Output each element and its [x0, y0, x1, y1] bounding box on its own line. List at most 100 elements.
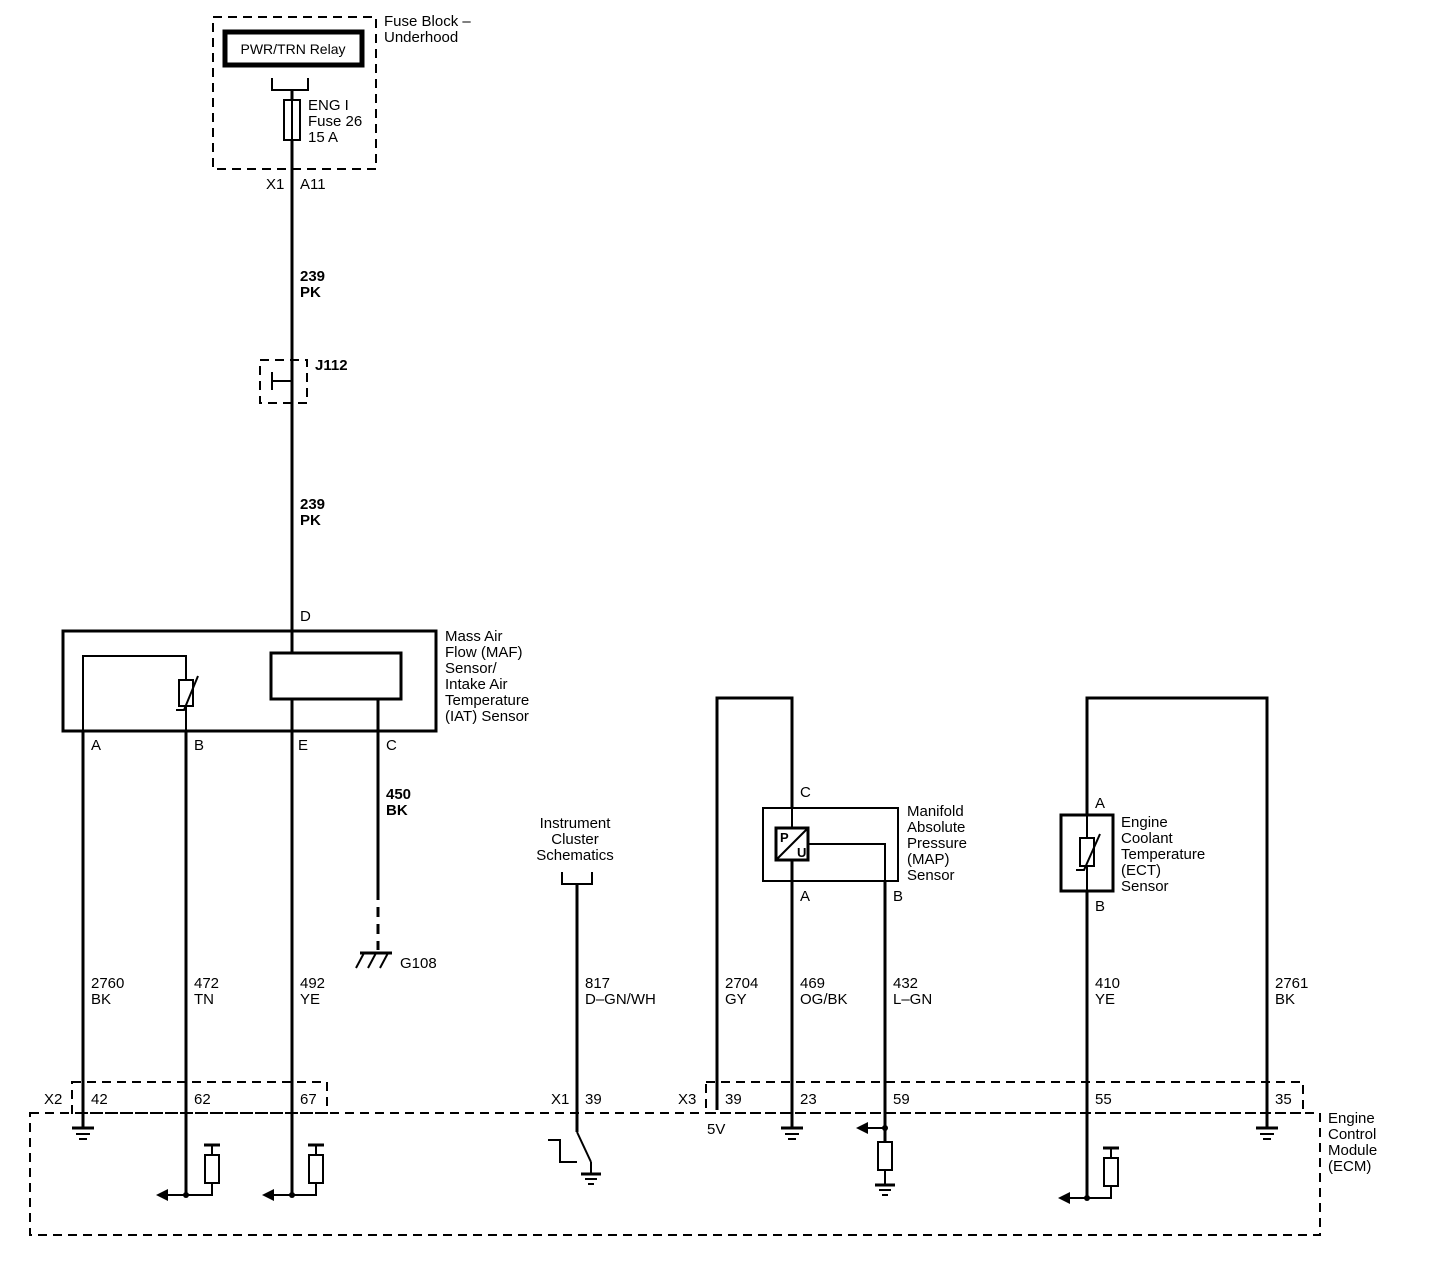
relay-label: PWR/TRN Relay	[240, 41, 345, 57]
wire-2761-color: BK	[1275, 991, 1295, 1008]
wire-410-circuit: 410	[1095, 975, 1120, 992]
fuse-block-outline	[212, 16, 377, 170]
instrument-cluster-ref: Instrument Cluster Schematics	[536, 815, 614, 885]
ect-label-line1: Engine	[1121, 814, 1168, 831]
ect-label-line2: Coolant	[1121, 830, 1174, 847]
maf-pin-b: B	[194, 737, 204, 754]
wire-469-circuit: 469	[800, 975, 825, 992]
maf-pin-d: D	[300, 608, 311, 625]
instrument-cluster-line3: Schematics	[536, 847, 614, 864]
wire-469-color: OG/BK	[800, 991, 848, 1008]
maf-label-line5: Temperature	[445, 692, 529, 709]
maf-label-line1: Mass Air	[445, 628, 503, 645]
ecm-label-line1: Engine	[1328, 1110, 1375, 1127]
ect-pin-a: A	[1095, 795, 1105, 812]
wire-432-color: L–GN	[893, 991, 932, 1008]
ecm-5v-label: 5V	[707, 1121, 725, 1138]
maf-label-line2: Flow (MAF)	[445, 644, 523, 661]
ecm-pin-23: 23	[800, 1091, 817, 1108]
fuse-block-title-line2: Underhood	[384, 29, 458, 46]
ground-icon	[581, 1172, 601, 1185]
wire-492-circuit: 492	[300, 975, 325, 992]
wire-2704-color: GY	[725, 991, 747, 1008]
ground-icon	[72, 1126, 94, 1140]
fuse-label-line1: ENG I	[308, 97, 349, 114]
map-pin-a: A	[800, 888, 810, 905]
resistor-icon	[186, 1143, 220, 1196]
instrument-cluster-line2: Cluster	[551, 831, 599, 848]
map-sensor: C P U Manifold Absolute Pressure (MAP) S…	[762, 784, 967, 905]
ect-sensor: A Engine Coolant Temperature (ECT) Senso…	[1059, 795, 1205, 915]
maf-label-line6: (IAT) Sensor	[445, 708, 529, 725]
ground-icon	[781, 1126, 803, 1140]
ecm-label-line4: (ECM)	[1328, 1158, 1371, 1175]
switch-icon	[548, 1131, 592, 1174]
ecm-pin-39-x3: 39	[725, 1091, 742, 1108]
splice-j112: J112	[259, 357, 348, 404]
fuse-block-title-line1: Fuse Block –	[384, 13, 471, 30]
ect-label-line4: (ECT)	[1121, 862, 1161, 879]
signal-arrow-icon	[262, 1189, 274, 1201]
splice-label: J112	[315, 357, 348, 374]
wire-2761	[1085, 696, 1269, 1128]
ecm-outline	[29, 1112, 1321, 1236]
wire-817-color: D–GN/WH	[585, 991, 656, 1008]
wire-239-upper-color: PK	[300, 284, 321, 301]
fuse-block-pin: A11	[300, 176, 326, 193]
ect-label-line5: Sensor	[1121, 878, 1169, 895]
instrument-cluster-line1: Instrument	[540, 815, 612, 832]
maf-element	[269, 651, 403, 701]
map-label-line2: Absolute	[907, 819, 965, 836]
ground-icon	[1256, 1126, 1278, 1140]
pwr-trn-relay: PWR/TRN Relay	[222, 29, 365, 68]
relay-terminal-bracket	[271, 78, 309, 91]
wire-450-color: BK	[386, 802, 408, 819]
ecm-pin-42: 42	[91, 1091, 108, 1108]
ecm-x1: X1	[551, 1091, 569, 1108]
map-label-line5: Sensor	[907, 867, 955, 884]
wire-239-lower-circuit: 239	[300, 496, 325, 513]
resistor-icon	[877, 1141, 893, 1185]
map-label-line1: Manifold	[907, 803, 964, 820]
ecm-pin-67: 67	[300, 1091, 317, 1108]
maf-pin-a: A	[91, 737, 101, 754]
signal-arrow-icon	[1058, 1192, 1070, 1204]
ecm-x3: X3	[678, 1091, 696, 1108]
maf-pin-c: C	[386, 737, 397, 754]
ecm-connector-x2	[71, 1081, 328, 1114]
ground-g108-label: G108	[400, 955, 437, 972]
fuse-block: Fuse Block – Underhood PWR/TRN Relay ENG…	[212, 13, 471, 193]
fuse-label-line3: 15 A	[308, 129, 338, 146]
maf-label-line4: Intake Air	[445, 676, 508, 693]
ground-g108: G108	[355, 951, 437, 972]
ecm-pin-39-x1: 39	[585, 1091, 602, 1108]
wire-2704	[715, 696, 794, 1110]
svg-text:P: P	[780, 830, 789, 845]
wire-432-circuit: 432	[893, 975, 918, 992]
fuse-icon	[283, 99, 301, 141]
ecm-pin-62: 62	[194, 1091, 211, 1108]
map-pin-c: C	[800, 784, 811, 801]
map-pin-b: B	[893, 888, 903, 905]
ect-label-line3: Temperature	[1121, 846, 1205, 863]
thermistor-icon	[1076, 833, 1101, 871]
signal-arrow-icon	[156, 1189, 168, 1201]
fuse-block-connector: X1	[266, 176, 284, 193]
ecm: Engine Control Module (ECM) X2 42 62 67 …	[29, 1081, 1377, 1236]
wire-472-circuit: 472	[194, 975, 219, 992]
maf-iat-sensor: D Mass Air Flow (MAF) Sensor/ Intake Air…	[61, 608, 529, 754]
ecm-label-line2: Control	[1328, 1126, 1376, 1143]
map-label-line3: Pressure	[907, 835, 967, 852]
wire-239-upper-circuit: 239	[300, 268, 325, 285]
maf-pin-e: E	[298, 737, 308, 754]
thermistor-icon	[176, 675, 199, 711]
wire-239-lower-color: PK	[300, 512, 321, 529]
ecm-label-line3: Module	[1328, 1142, 1377, 1159]
wire-492-color: YE	[300, 991, 320, 1008]
wire-817-circuit: 817	[585, 975, 610, 992]
ground-icon	[875, 1183, 895, 1196]
map-label-line4: (MAP)	[907, 851, 950, 868]
resistor-icon	[292, 1143, 324, 1196]
pressure-transducer-icon: P U	[774, 826, 810, 862]
